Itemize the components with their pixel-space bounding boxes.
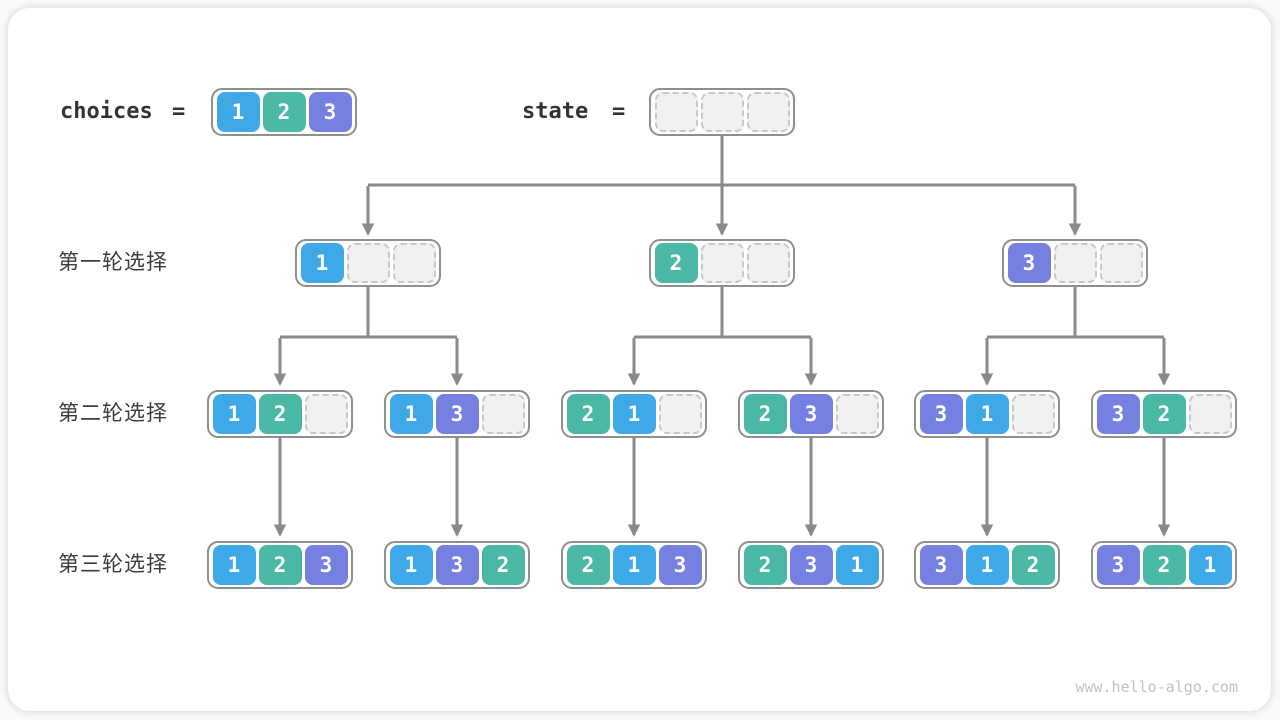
value-cell-2: 2 — [1142, 394, 1186, 434]
value-cell-1: 1 — [1188, 545, 1232, 585]
choices-label: choices — [60, 99, 153, 124]
value-cell-2: 2 — [566, 394, 610, 434]
value-cell-1: 1 — [212, 394, 256, 434]
value-cell-1: 1 — [835, 545, 879, 585]
value-cell-2: 2 — [1011, 545, 1055, 585]
empty-slot — [481, 394, 525, 434]
value-cell-2: 2 — [258, 545, 302, 585]
value-cell-2: 2 — [743, 394, 787, 434]
empty-slot — [1053, 243, 1097, 283]
value-cell-3: 3 — [308, 92, 352, 132]
round3-row-label: 第三轮选择 — [58, 553, 168, 576]
empty-slot — [1011, 394, 1055, 434]
round1-state-box-3: 3 — [1002, 239, 1148, 287]
value-cell-3: 3 — [919, 394, 963, 434]
value-cell-2: 2 — [262, 92, 306, 132]
value-cell-3: 3 — [435, 545, 479, 585]
value-cell-1: 1 — [389, 545, 433, 585]
value-cell-3: 3 — [1007, 243, 1051, 283]
empty-slot — [1188, 394, 1232, 434]
value-cell-1: 1 — [965, 545, 1009, 585]
value-cell-3: 3 — [1096, 394, 1140, 434]
value-cell-2: 2 — [654, 243, 698, 283]
choices-equals-sign: = — [172, 99, 186, 124]
empty-slot — [1099, 243, 1143, 283]
value-cell-1: 1 — [300, 243, 344, 283]
arrows-state-to-round1 — [361, 136, 1082, 236]
empty-slot — [304, 394, 348, 434]
state-array-box — [649, 88, 795, 136]
empty-slot — [392, 243, 436, 283]
value-cell-3: 3 — [919, 545, 963, 585]
empty-slot — [658, 394, 702, 434]
value-cell-1: 1 — [216, 92, 260, 132]
round1-state-box-2: 2 — [649, 239, 795, 287]
value-cell-3: 3 — [789, 394, 833, 434]
empty-slot — [700, 92, 744, 132]
arrows-round1-to-round2 — [273, 287, 1171, 386]
value-cell-1: 1 — [212, 545, 256, 585]
value-cell-2: 2 — [481, 545, 525, 585]
value-cell-2: 2 — [258, 394, 302, 434]
arrows-round2-to-round3 — [273, 438, 1171, 537]
value-cell-3: 3 — [304, 545, 348, 585]
round2-row-label: 第二轮选择 — [58, 402, 168, 425]
empty-slot — [835, 394, 879, 434]
empty-slot — [654, 92, 698, 132]
value-cell-1: 1 — [612, 394, 656, 434]
value-cell-3: 3 — [789, 545, 833, 585]
value-cell-1: 1 — [389, 394, 433, 434]
value-cell-1: 1 — [965, 394, 1009, 434]
empty-slot — [700, 243, 744, 283]
value-cell-2: 2 — [1142, 545, 1186, 585]
value-cell-2: 2 — [743, 545, 787, 585]
empty-slot — [346, 243, 390, 283]
site-watermark: www.hello-algo.com — [1075, 678, 1238, 696]
value-cell-3: 3 — [1096, 545, 1140, 585]
state-label: state — [522, 99, 589, 124]
value-cell-3: 3 — [658, 545, 702, 585]
value-cell-3: 3 — [435, 394, 479, 434]
empty-slot — [746, 92, 790, 132]
round1-state-box-1: 1 — [295, 239, 441, 287]
state-equals-sign: = — [612, 99, 626, 124]
empty-slot — [746, 243, 790, 283]
round1-row-label: 第一轮选择 — [58, 251, 168, 274]
value-cell-2: 2 — [566, 545, 610, 585]
value-cell-1: 1 — [612, 545, 656, 585]
